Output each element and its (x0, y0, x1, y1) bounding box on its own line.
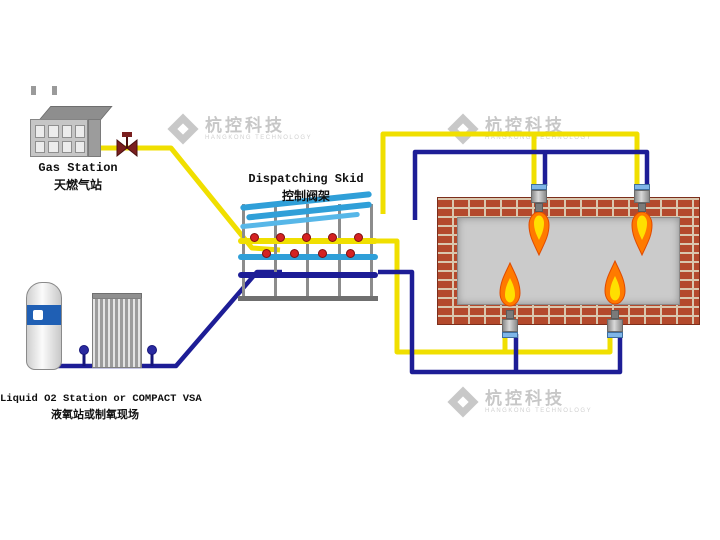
skid-post (338, 204, 341, 298)
skid-blue-pipe (238, 254, 378, 260)
dispatching-skid-label-en: Dispatching Skid (248, 172, 364, 186)
watermark-brand-en: HANGKONG TECHNOLOGY (485, 134, 593, 141)
o2-station-label: Liquid O2 Station or COMPACT VSA 液氧站或制氧现… (0, 393, 202, 422)
gas-line-valve (116, 132, 138, 158)
top-burner (634, 184, 650, 212)
skid-valve-handle (262, 249, 271, 258)
top-burner (531, 184, 547, 212)
burner-flame (528, 211, 550, 256)
tank-leg (52, 86, 57, 95)
skid-base-frame (238, 296, 378, 301)
gas-station-label: Gas Station 天燃气站 (18, 161, 138, 193)
watermark-brand-zh: 杭控科技 (485, 115, 565, 135)
dispatching-skid-label-zh: 控制阀架 (281, 189, 330, 203)
skid-post (306, 204, 309, 298)
skid-valve-handle (354, 233, 363, 242)
bottom-burner (607, 310, 623, 338)
watermark-brand-zh: 杭控科技 (485, 388, 565, 408)
o2-station-label-en: Liquid O2 Station or COMPACT VSA (0, 393, 202, 405)
burner-flame (499, 262, 521, 307)
skid-post (274, 204, 277, 298)
oxygen-line-valves (79, 345, 157, 366)
skid-valve-handle (302, 233, 311, 242)
brick-furnace (437, 197, 700, 325)
skid-oxygen-pipe (238, 272, 378, 278)
skid-valve-handle (346, 249, 355, 258)
dispatching-skid (238, 191, 378, 304)
brand-watermark: 杭控科技 HANGKONG TECHNOLOGY (168, 114, 312, 144)
skid-valve-handle (276, 233, 285, 242)
brand-watermark: 杭控科技 HANGKONG TECHNOLOGY (448, 387, 592, 417)
burner-flame (604, 260, 626, 305)
vaporizer-fins (92, 298, 142, 368)
o2-station-label-zh: 液氧站或制氧现场 (51, 409, 139, 421)
skid-post (242, 204, 245, 298)
burner-flame (631, 211, 653, 256)
tank-leg (31, 86, 36, 95)
tank-label-band (27, 305, 61, 325)
watermark-brand-en: HANGKONG TECHNOLOGY (205, 134, 313, 141)
watermark-brand-zh: 杭控科技 (205, 115, 285, 135)
bottom-burner (502, 310, 518, 338)
brand-watermark: 杭控科技 HANGKONG TECHNOLOGY (448, 114, 592, 144)
skid-valve-handle (250, 233, 259, 242)
building-front (30, 119, 88, 157)
gas-station-building (30, 106, 113, 158)
dispatching-skid-label: Dispatching Skid 控制阀架 (230, 172, 382, 204)
gas-station-label-zh: 天燃气站 (53, 178, 102, 192)
skid-valve-handle (328, 233, 337, 242)
skid-valve-handle (318, 249, 327, 258)
skid-post (370, 204, 373, 298)
building-windows (35, 125, 85, 153)
building-side (88, 119, 101, 157)
watermark-brand-en: HANGKONG TECHNOLOGY (485, 407, 593, 414)
skid-valve-handle (290, 249, 299, 258)
liquid-o2-tank (26, 282, 62, 370)
gas-station-label-en: Gas Station (38, 161, 118, 175)
